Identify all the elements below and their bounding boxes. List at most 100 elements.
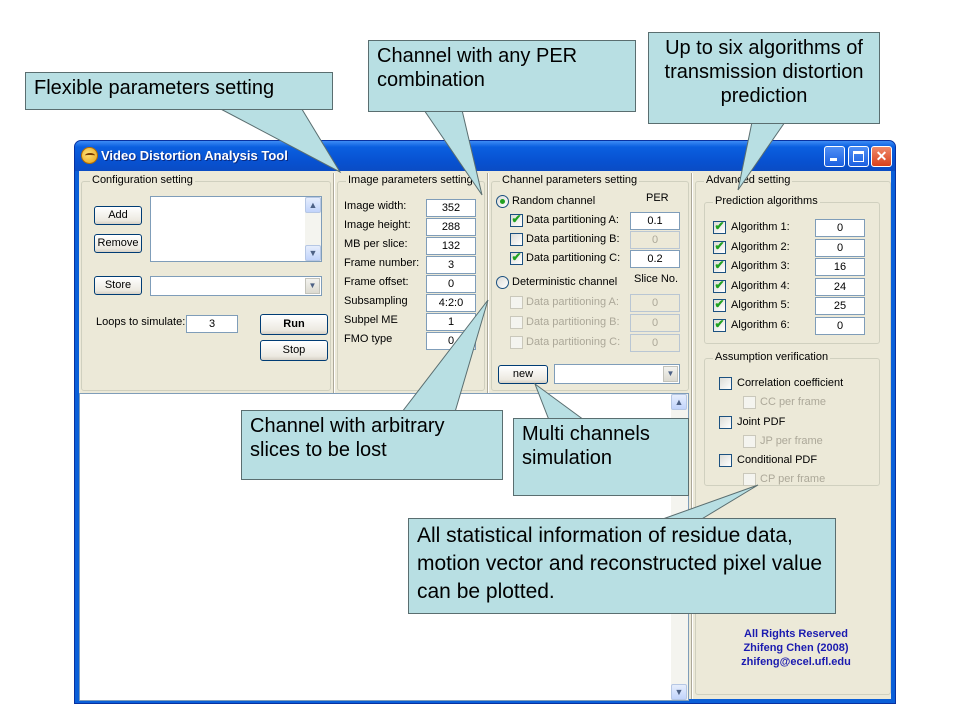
callout-per: Channel with any PER combination <box>368 40 636 112</box>
per-input[interactable]: 0 <box>630 231 680 249</box>
prediction-algorithms-label: Prediction algorithms <box>713 195 820 207</box>
loops-input[interactable]: 3 <box>186 315 238 333</box>
image-param-input[interactable]: 0 <box>426 275 476 293</box>
random-partition-checkbox[interactable]: ✔ <box>510 250 523 265</box>
checkmark-icon: ✔ <box>714 238 725 253</box>
radio-selected-dot <box>500 199 505 204</box>
algorithm-input[interactable]: 16 <box>815 258 865 276</box>
deterministic-channel-radio[interactable] <box>496 276 509 289</box>
algorithm-label: Algorithm 1: <box>731 221 790 233</box>
image-params-group-label: Image parameters setting <box>346 174 475 186</box>
checkmark-icon: ✔ <box>511 250 522 264</box>
random-partition-checkbox[interactable]: ✔ <box>510 212 523 227</box>
slice-no-input[interactable]: 0 <box>630 334 680 352</box>
configuration-list-scrollbar[interactable]: ▲ ▼ <box>305 197 321 261</box>
credits: All Rights Reserved Zhifeng Chen (2008) … <box>699 627 893 669</box>
deterministic-partition-checkbox[interactable] <box>510 316 523 329</box>
algorithm-input[interactable]: 24 <box>815 277 865 296</box>
algorithm-input[interactable]: 0 <box>815 238 865 257</box>
add-button[interactable]: Add <box>94 206 142 225</box>
image-param-label: Frame number: <box>344 257 420 269</box>
panel-divider <box>691 173 693 699</box>
image-param-label: Image width: <box>344 200 407 212</box>
per-input[interactable]: 0.2 <box>630 250 680 268</box>
deterministic-partition-checkbox[interactable] <box>510 336 523 349</box>
scroll-down-icon[interactable]: ▼ <box>671 684 687 700</box>
algorithm-checkbox[interactable]: ✔ <box>713 258 726 273</box>
image-param-label: MB per slice: <box>344 238 408 250</box>
random-partition-checkbox[interactable] <box>510 233 523 246</box>
credits-rights: All Rights Reserved <box>744 628 848 640</box>
minimize-button[interactable] <box>824 146 845 167</box>
image-param-input[interactable]: 3 <box>426 256 476 274</box>
per-header: PER <box>646 192 669 204</box>
image-param-label: Subpel ME <box>344 314 398 326</box>
image-param-input[interactable]: 1 <box>426 313 476 331</box>
deterministic-partition-label: Data partitioning C: <box>526 336 621 348</box>
per-frame-label: CP per frame <box>760 473 826 485</box>
image-param-input[interactable]: 132 <box>426 237 476 255</box>
slice-no-input[interactable]: 0 <box>630 314 680 332</box>
channel-combo[interactable]: ▼ <box>554 364 680 384</box>
deterministic-partition-label: Data partitioning A: <box>526 296 619 308</box>
channel-params-group: Channel parameters setting Random channe… <box>491 174 689 391</box>
per-frame-checkbox[interactable] <box>743 396 756 409</box>
maximize-icon <box>853 151 864 162</box>
slice-no-input[interactable]: 0 <box>630 294 680 312</box>
assumption-checkbox[interactable] <box>719 377 732 390</box>
panel-divider <box>333 173 335 393</box>
algorithm-checkbox[interactable]: ✔ <box>713 278 726 293</box>
deterministic-partition-checkbox[interactable] <box>510 296 523 309</box>
store-combo[interactable]: ▼ <box>150 276 322 296</box>
chevron-down-icon[interactable]: ▼ <box>663 366 678 382</box>
advanced-group-label: Advanced setting <box>704 174 793 186</box>
maximize-button[interactable] <box>848 146 869 167</box>
assumption-label: Joint PDF <box>737 415 786 428</box>
scroll-up-icon[interactable]: ▲ <box>305 197 321 213</box>
per-frame-checkbox[interactable] <box>743 434 756 448</box>
configuration-list[interactable]: ▲ ▼ <box>150 196 322 262</box>
scroll-up-icon[interactable]: ▲ <box>671 394 687 410</box>
close-button[interactable]: ✕ <box>871 146 892 167</box>
per-frame-label: CC per frame <box>760 396 827 408</box>
per-input[interactable]: 0.1 <box>630 212 680 230</box>
configuration-group: Configuration setting Add Remove ▲ ▼ Sto… <box>81 174 331 391</box>
checkmark-icon: ✔ <box>511 212 522 226</box>
algorithm-label: Algorithm 6: <box>731 318 790 331</box>
image-param-input[interactable]: 352 <box>426 199 476 217</box>
algorithm-input[interactable]: 0 <box>815 219 865 237</box>
run-button[interactable]: Run <box>260 314 328 335</box>
channel-params-group-label: Channel parameters setting <box>500 174 640 186</box>
algorithm-checkbox[interactable]: ✔ <box>713 219 726 234</box>
per-frame-label: JP per frame <box>760 434 823 447</box>
algorithm-input[interactable]: 25 <box>815 297 865 315</box>
assumption-checkbox[interactable] <box>719 415 732 429</box>
algorithm-input[interactable]: 0 <box>815 316 865 335</box>
credits-email: zhifeng@ecel.ufl.edu <box>741 656 851 668</box>
algorithm-checkbox[interactable]: ✔ <box>713 316 726 332</box>
random-channel-label: Random channel <box>512 195 596 207</box>
callout-statistical: All statistical information of residue d… <box>408 518 836 614</box>
image-param-input[interactable]: 4:2:0 <box>426 294 476 312</box>
checkmark-icon: ✔ <box>714 316 725 331</box>
image-param-input[interactable]: 288 <box>426 218 476 236</box>
credits-author: Zhifeng Chen (2008) <box>743 642 849 654</box>
callout-tail-per <box>423 109 483 196</box>
new-channel-button[interactable]: new <box>498 365 548 384</box>
algorithm-checkbox[interactable]: ✔ <box>713 297 726 312</box>
assumption-checkbox[interactable] <box>719 454 732 467</box>
callout-arbitrary: Channel with arbitrary slices to be lost <box>241 410 503 480</box>
remove-button[interactable]: Remove <box>94 234 142 253</box>
random-channel-radio[interactable] <box>496 195 509 208</box>
callout-algorithms: Up to six algorithms of transmission dis… <box>648 32 880 124</box>
scroll-down-icon[interactable]: ▼ <box>305 245 321 261</box>
slice-no-header: Slice No. <box>634 273 679 285</box>
store-button[interactable]: Store <box>94 276 142 295</box>
algorithm-checkbox[interactable]: ✔ <box>713 238 726 254</box>
chevron-down-icon[interactable]: ▼ <box>305 278 320 294</box>
deterministic-partition-label: Data partitioning B: <box>526 316 620 328</box>
algorithm-label: Algorithm 2: <box>731 240 790 253</box>
per-frame-checkbox[interactable] <box>743 473 756 486</box>
stop-button[interactable]: Stop <box>260 340 328 361</box>
